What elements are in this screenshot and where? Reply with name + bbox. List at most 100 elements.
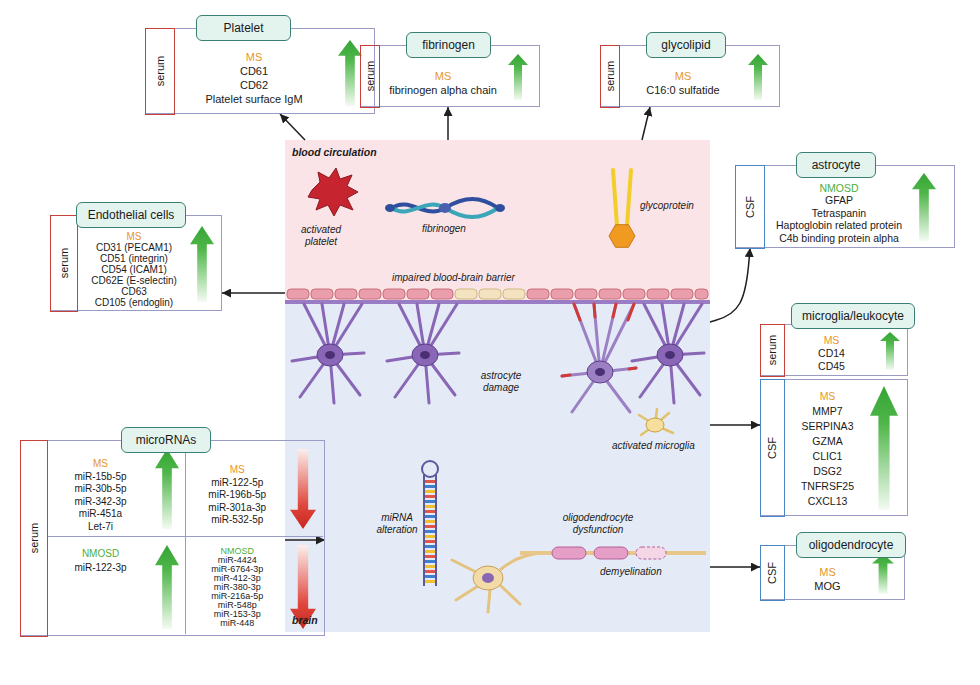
- endothelial-cell: [695, 289, 708, 299]
- marker-name: CXCL13: [808, 494, 848, 509]
- marker-name: CD45: [818, 360, 845, 373]
- hairpin-loop: [422, 461, 438, 477]
- oligo-process: [452, 560, 520, 612]
- panel-title: microRNAs: [121, 427, 211, 453]
- panel-title: Platelet: [196, 15, 291, 41]
- fibrinogen-knob: [385, 204, 395, 212]
- damaged-cell: [479, 289, 501, 299]
- astrocyte-process: [562, 304, 636, 412]
- marker-name: miR-301a-3p: [208, 502, 266, 515]
- panel-title: Endothelial cells: [76, 202, 186, 228]
- marker-name: miR-196b-5p: [208, 489, 266, 502]
- mirna-panel: microRNAsserumMSmiR-15b-5pmiR-30b-5pmiR-…: [20, 440, 325, 636]
- microglia-figure: [639, 409, 673, 435]
- disease-tag: MS: [93, 458, 108, 471]
- myelin-sheath: [594, 547, 628, 559]
- increase-arrow: [190, 226, 214, 302]
- astrocyte-figure: [387, 304, 459, 403]
- marker-list: MSMMP7SERPINA3GZMACLIC1DSG2TNFRSF25CXCL1…: [786, 382, 869, 515]
- sample-strip: CSF: [760, 545, 785, 601]
- increase-arrow: [155, 545, 179, 629]
- panel-title: glycolipid: [646, 32, 726, 58]
- sample-strip: serum: [760, 324, 785, 377]
- panel-title: astrocyte: [796, 152, 876, 178]
- increase-arrow: [748, 54, 768, 100]
- fibrinogen-knob: [495, 204, 505, 212]
- hairpin-strand: [423, 475, 425, 586]
- marker-panel: fibrinogenMSfibrinogen alpha chainserum: [360, 45, 540, 107]
- marker-name: miR-548p: [218, 601, 257, 610]
- marker-name: Let-7i: [88, 521, 113, 534]
- marker-name: CD63: [121, 286, 147, 297]
- endothelial-cell: [311, 289, 333, 299]
- damaged-cell: [455, 289, 477, 299]
- disease-tag: NMOSD: [82, 547, 119, 561]
- increase-arrow: [880, 332, 900, 370]
- disease-tag: NMOSD: [819, 182, 858, 195]
- marker-name: CD61: [240, 64, 268, 78]
- astrocyte-body: [587, 361, 613, 383]
- endothelial-cell: [335, 289, 357, 299]
- marker-name: miR-412-3p: [214, 574, 261, 583]
- marker-list: MSMOG: [786, 559, 869, 599]
- region-band: brain: [285, 300, 710, 632]
- marker-name: miR-15b-5p: [74, 471, 126, 484]
- increase-arrow: [912, 173, 936, 241]
- disease-tag: MS: [230, 464, 245, 477]
- endothelial-cell: [599, 289, 621, 299]
- sample-type: serum: [27, 523, 40, 554]
- marker-list: MSC16:0 sulfatide: [621, 59, 745, 106]
- figure-label: miRNA alteration: [372, 512, 422, 536]
- disease-tag: MS: [435, 69, 452, 83]
- sample-type: CSF: [743, 196, 756, 218]
- arrow-connector: [447, 107, 449, 140]
- marker-name: MOG: [814, 579, 840, 593]
- arrow-connector: [642, 107, 650, 140]
- marker-panel: MSMMP7SERPINA3GZMACLIC1DSG2TNFRSF25CXCL1…: [760, 379, 908, 516]
- marker-name: CD54 (ICAM1): [101, 264, 167, 275]
- sample-type: serum: [766, 335, 779, 366]
- endothelial-cell: [359, 289, 381, 299]
- marker-name: miR-342-3p: [74, 496, 126, 509]
- marker-name: fibrinogen alpha chain: [389, 83, 497, 97]
- endothelial-barrier: [287, 289, 708, 299]
- disease-tag: MS: [824, 334, 840, 347]
- marker-name: C16:0 sulfatide: [646, 83, 719, 97]
- arrow-connector: [710, 248, 750, 322]
- brain-region-fill: [285, 300, 710, 632]
- marker-list: MSmiR-15b-5pmiR-30b-5pmiR-342-3pmiR-451a…: [48, 455, 154, 536]
- arrow-connector: [710, 424, 760, 426]
- protein-hexagon: [609, 225, 635, 248]
- figure-label: impaired blood-brain barrier: [392, 272, 515, 284]
- marker-list: MSCD31 (PECAM1)CD51 (integrin)CD54 (ICAM…: [79, 229, 189, 310]
- oligo-process: [500, 553, 545, 570]
- marker-name: DSG2: [813, 464, 842, 479]
- marker-name: miR-4424: [218, 556, 257, 565]
- fibrinogen-figure: [385, 199, 505, 217]
- marker-panel: PlateletMSCD61CD62Platelet surface IgMse…: [145, 28, 375, 114]
- disease-tag: NMOSD: [221, 547, 255, 556]
- marker-list: MSfibrinogen alpha chain: [381, 59, 505, 106]
- marker-name: miR-216a-5p: [211, 592, 263, 601]
- marker-name: CD51 (integrin): [100, 253, 168, 264]
- marker-name: miR-380-3p: [214, 583, 261, 592]
- figure-label: oligodendrocyte dysfunction: [548, 512, 648, 536]
- figure-label: astrocyte damage: [470, 370, 532, 394]
- glycan-chain: [613, 170, 617, 226]
- blood-region-fill: [285, 140, 710, 300]
- sample-type: serum: [57, 248, 70, 279]
- endothelial-cell: [383, 289, 405, 299]
- sample-type: serum: [603, 61, 616, 92]
- marker-panel: astrocyteNMOSDGFAPTetraspaninHaptoglobin…: [735, 165, 955, 248]
- marker-panel: Endothelial cellsMSCD31 (PECAM1)CD51 (in…: [50, 215, 222, 311]
- microglia-process: [639, 409, 673, 435]
- arrow-connector: [280, 114, 305, 140]
- endothelial-cell: [287, 289, 309, 299]
- sample-type: CSF: [766, 437, 779, 459]
- sample-strip: serum: [360, 45, 380, 108]
- marker-name: CD14: [818, 347, 845, 360]
- glycoprotein-figure: [609, 170, 635, 247]
- marker-name: miR-122-5p: [211, 477, 263, 490]
- marker-name: CD31 (PECAM1): [96, 242, 172, 253]
